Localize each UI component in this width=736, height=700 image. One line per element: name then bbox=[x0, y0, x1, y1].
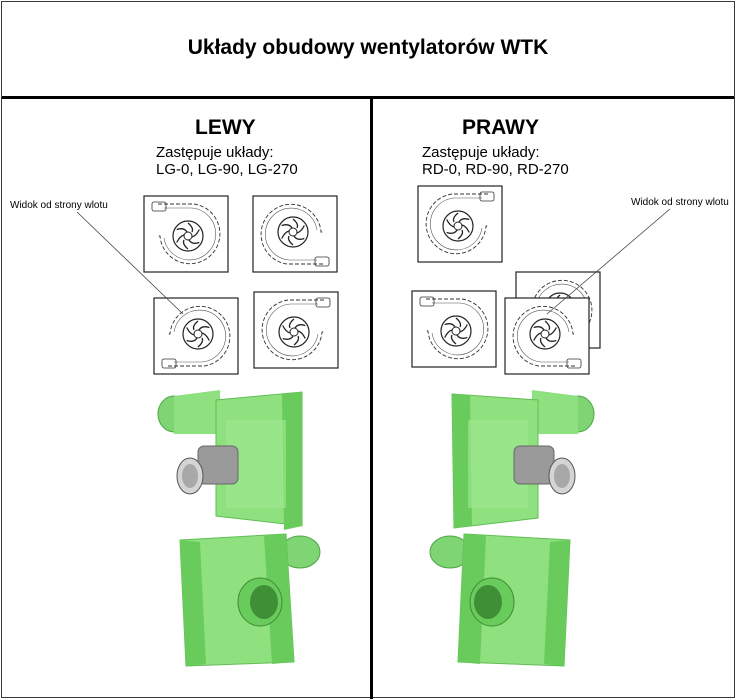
left-fan-photo-top bbox=[157, 390, 303, 530]
header-divider bbox=[2, 96, 734, 99]
left-replaces-codes: LG-0, LG-90, LG-270 bbox=[156, 161, 298, 178]
page-title: Układy obudowy wentylatorów WTK bbox=[187, 36, 549, 59]
right-fan-photo-top bbox=[451, 390, 595, 529]
right-sketch-4 bbox=[505, 298, 589, 374]
right-sketch-3 bbox=[412, 291, 496, 367]
left-sketch-1 bbox=[144, 196, 228, 272]
right-callout-leader bbox=[546, 208, 671, 315]
left-sketch-2 bbox=[253, 196, 337, 272]
left-callout-leader bbox=[76, 211, 184, 315]
right-replaces-codes: RD-0, RD-90, RD-270 bbox=[422, 161, 569, 178]
left-sketch-3 bbox=[154, 298, 238, 374]
left-fan-photo-bottom bbox=[179, 533, 321, 667]
right-heading: PRAWY bbox=[462, 116, 540, 139]
column-divider bbox=[370, 96, 373, 699]
left-heading: LEWY bbox=[195, 116, 256, 139]
right-sketch-1 bbox=[418, 186, 502, 262]
left-callout: Widok od strony wlotu bbox=[10, 200, 108, 211]
right-replaces-label: Zastępuje układy: bbox=[422, 144, 540, 161]
left-replaces-label: Zastępuje układy: bbox=[156, 144, 274, 161]
right-callout: Widok od strony wlotu bbox=[631, 197, 729, 208]
left-sketch-4 bbox=[254, 292, 338, 368]
right-fan-photo-bottom bbox=[429, 533, 571, 667]
